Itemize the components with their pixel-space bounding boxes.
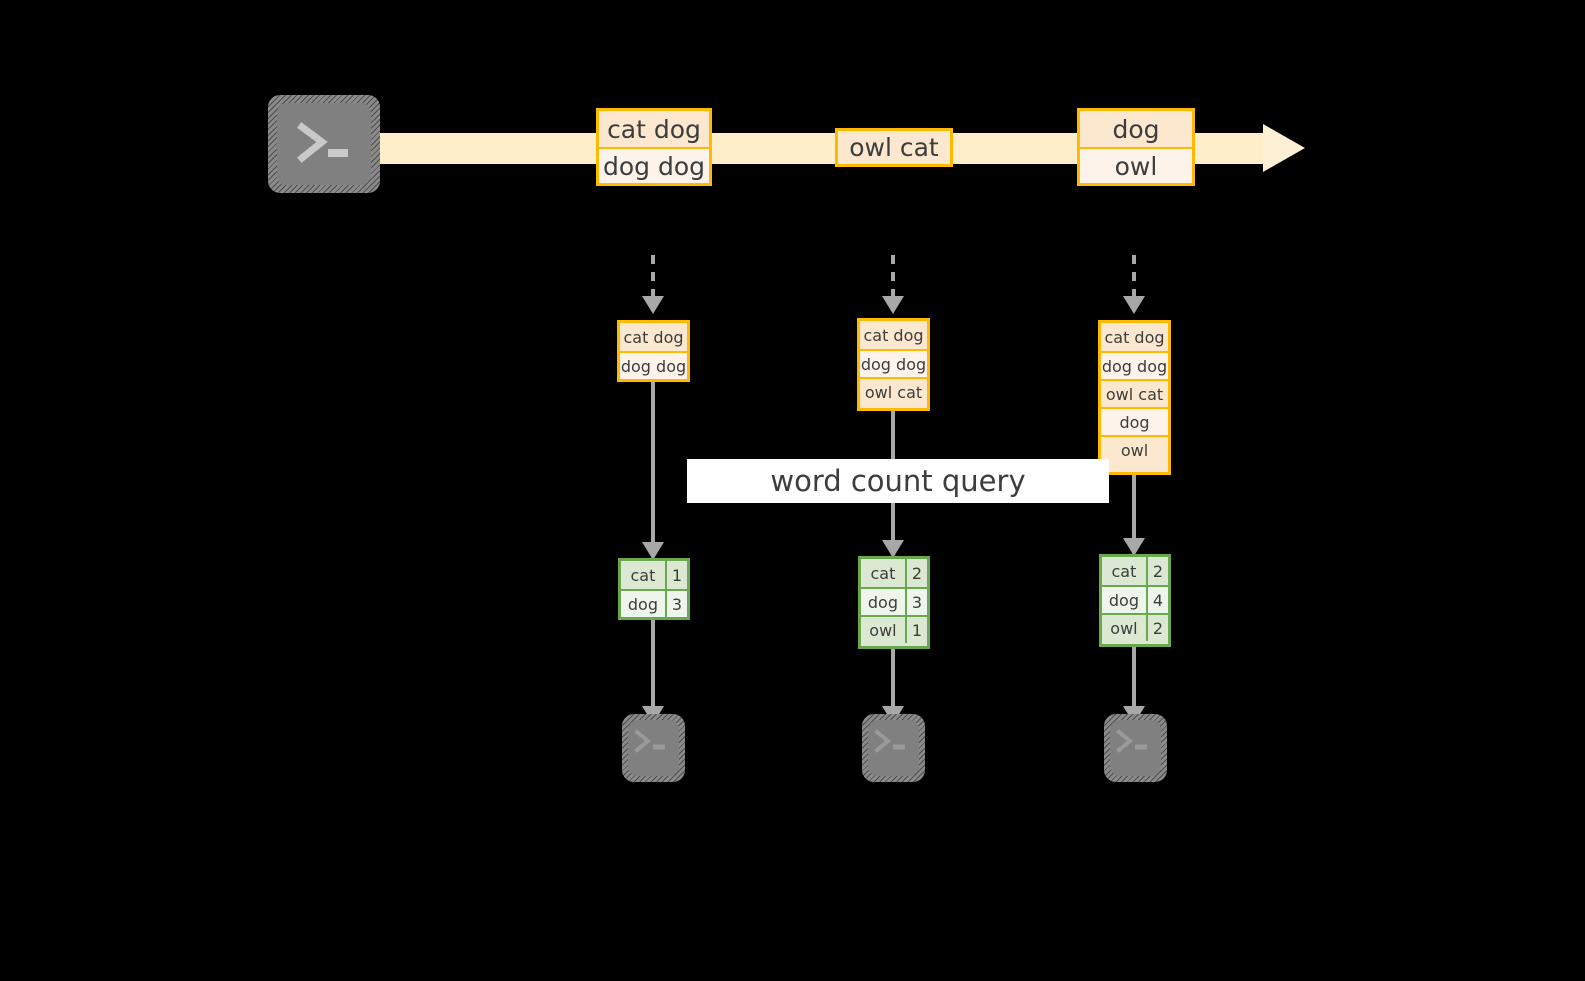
stream-message: dog dog: [599, 147, 709, 183]
result-word: owl: [1102, 615, 1146, 641]
result-count: 2: [904, 559, 927, 587]
sink-terminal-icon-3[interactable]: [1104, 714, 1167, 782]
result-word: cat: [861, 559, 905, 587]
query-label-text: word count query: [770, 464, 1026, 498]
table-row: owl 1: [861, 615, 927, 643]
result-count: 3: [904, 589, 927, 615]
stream-group-3[interactable]: dog owl: [1077, 108, 1195, 186]
snapshot-tap-arrow-1: [651, 255, 655, 299]
query-label: word count query: [687, 459, 1109, 503]
query-arrow-1: [651, 382, 655, 550]
snapshot-input-message: cat dog: [863, 325, 924, 345]
stream-message: owl cat: [849, 133, 939, 162]
result-count: 1: [904, 617, 927, 643]
table-row: cat 2: [1102, 557, 1168, 585]
snapshot-input-message: dog dog: [1101, 351, 1168, 379]
table-row: cat 1: [621, 561, 687, 589]
query-arrow-head-2: [882, 540, 904, 558]
result-word: dog: [861, 589, 905, 615]
terminal-prompt-icon: [634, 729, 665, 753]
result-count: 2: [1145, 557, 1168, 585]
result-word: dog: [1102, 587, 1146, 613]
snapshot-input-2[interactable]: cat dog dog dog owl cat: [857, 318, 930, 411]
query-arrow-3: [1132, 475, 1136, 547]
sink-arrow-1: [651, 620, 655, 710]
sink-arrow-3: [1132, 647, 1136, 710]
snapshot-input-1[interactable]: cat dog dog dog: [617, 320, 690, 382]
terminal-prompt-icon: [874, 729, 905, 753]
snapshot-input-message: dog: [1101, 407, 1168, 435]
snapshot-input-message: owl cat: [1101, 379, 1168, 407]
result-count: 4: [1145, 587, 1168, 613]
snapshot-tap-arrow-head-1: [642, 296, 664, 314]
table-row: cat 2: [861, 559, 927, 587]
result-word: owl: [861, 617, 905, 643]
snapshot-input-message: owl cat: [860, 377, 927, 405]
stream-group-2[interactable]: owl cat: [835, 128, 953, 167]
snapshot-tap-arrow-head-2: [882, 296, 904, 314]
table-row: dog 4: [1102, 585, 1168, 613]
stream-message: cat dog: [607, 114, 701, 144]
stream-message: dog: [1112, 114, 1160, 144]
snapshot-tap-arrow-head-3: [1123, 296, 1145, 314]
source-terminal-icon[interactable]: [268, 95, 380, 193]
result-count: 2: [1145, 615, 1168, 641]
result-word: cat: [621, 561, 665, 589]
snapshot-input-message: cat dog: [623, 327, 684, 347]
snapshot-result-3[interactable]: cat 2 dog 4 owl 2: [1099, 554, 1171, 647]
snapshot-input-message: dog dog: [860, 349, 927, 377]
result-word: dog: [621, 591, 665, 617]
snapshot-tap-arrow-2: [891, 255, 895, 299]
result-count: 1: [664, 561, 687, 589]
snapshot-input-message: owl: [1101, 435, 1168, 463]
query-arrow-head-3: [1123, 538, 1145, 556]
sink-terminal-icon-2[interactable]: [862, 714, 925, 782]
terminal-prompt-icon: [297, 122, 348, 163]
query-arrow-head-1: [642, 542, 664, 560]
table-row: owl 2: [1102, 613, 1168, 641]
snapshot-input-message: dog dog: [620, 351, 687, 379]
table-row: dog 3: [861, 587, 927, 615]
snapshot-input-message: cat dog: [1104, 327, 1165, 347]
stream-arrow-head: [1263, 124, 1305, 172]
stream-group-1[interactable]: cat dog dog dog: [596, 108, 712, 186]
terminal-prompt-icon: [1116, 729, 1147, 753]
snapshot-result-2[interactable]: cat 2 dog 3 owl 1: [858, 556, 930, 649]
snapshot-result-1[interactable]: cat 1 dog 3: [618, 558, 690, 620]
sink-terminal-icon-1[interactable]: [622, 714, 685, 782]
stream-message: owl: [1080, 147, 1192, 183]
table-row: dog 3: [621, 589, 687, 617]
snapshot-input-3[interactable]: cat dog dog dog owl cat dog owl: [1098, 320, 1171, 475]
result-count: 3: [664, 591, 687, 617]
snapshot-tap-arrow-3: [1132, 255, 1136, 299]
sink-arrow-2: [891, 649, 895, 710]
result-word: cat: [1102, 557, 1146, 585]
